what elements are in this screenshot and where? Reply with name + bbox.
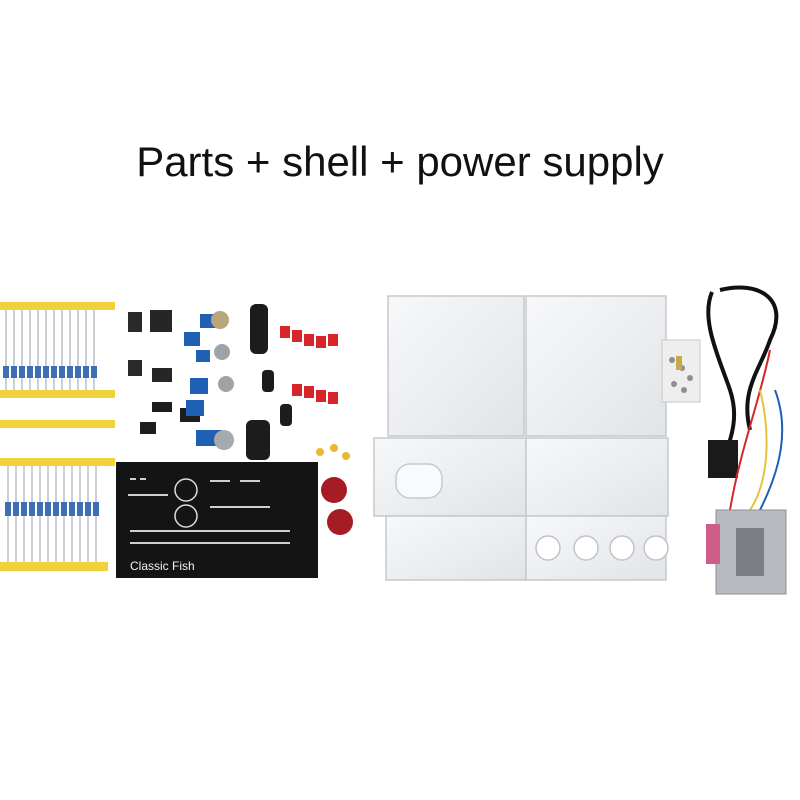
resistor-strip-top <box>0 302 115 428</box>
acrylic-shell <box>373 295 669 581</box>
panel-holes <box>535 535 669 561</box>
knobs <box>321 477 353 535</box>
transformer <box>706 509 787 595</box>
plug <box>708 440 738 478</box>
potentiometers <box>211 311 234 450</box>
transformer-wires <box>729 349 784 511</box>
resistor-strip-bottom <box>0 458 115 571</box>
ceramic-capacitors <box>316 444 350 460</box>
film-capacitors <box>280 326 338 404</box>
pcb-label: Classic Fish <box>130 559 195 573</box>
screw-bag <box>661 339 701 403</box>
screw-terminals <box>184 314 222 446</box>
page-title: Parts + shell + power supply <box>136 138 664 185</box>
electrolytic-capacitors <box>246 304 292 460</box>
product-photo: Classic Fish <box>0 285 787 595</box>
pcb-board: Classic Fish <box>116 462 318 578</box>
